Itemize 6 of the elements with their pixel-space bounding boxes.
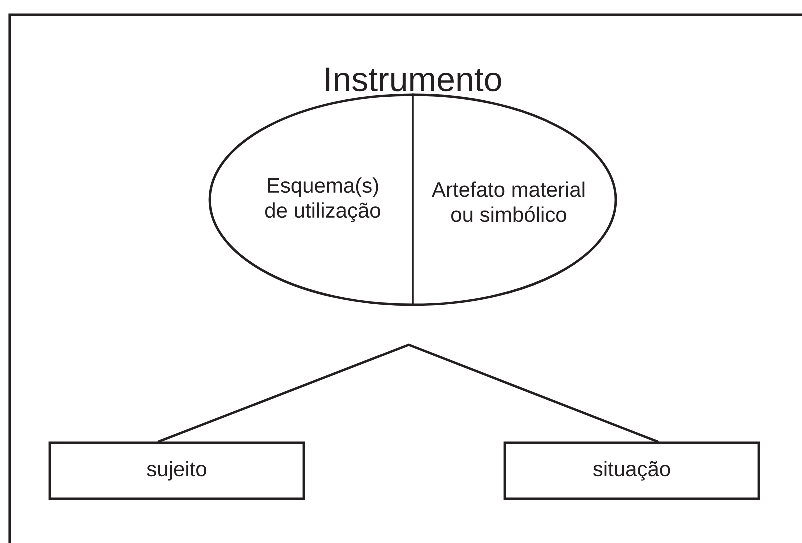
label-box: sujeito	[48, 442, 306, 500]
connector-line	[158, 344, 659, 443]
label-box: situação	[504, 442, 760, 500]
region-label: Esquema(s) de utilização	[266, 178, 380, 222]
heading: Instrumento	[326, 68, 502, 92]
region-label: Artefato material ou simbólico	[432, 182, 585, 222]
